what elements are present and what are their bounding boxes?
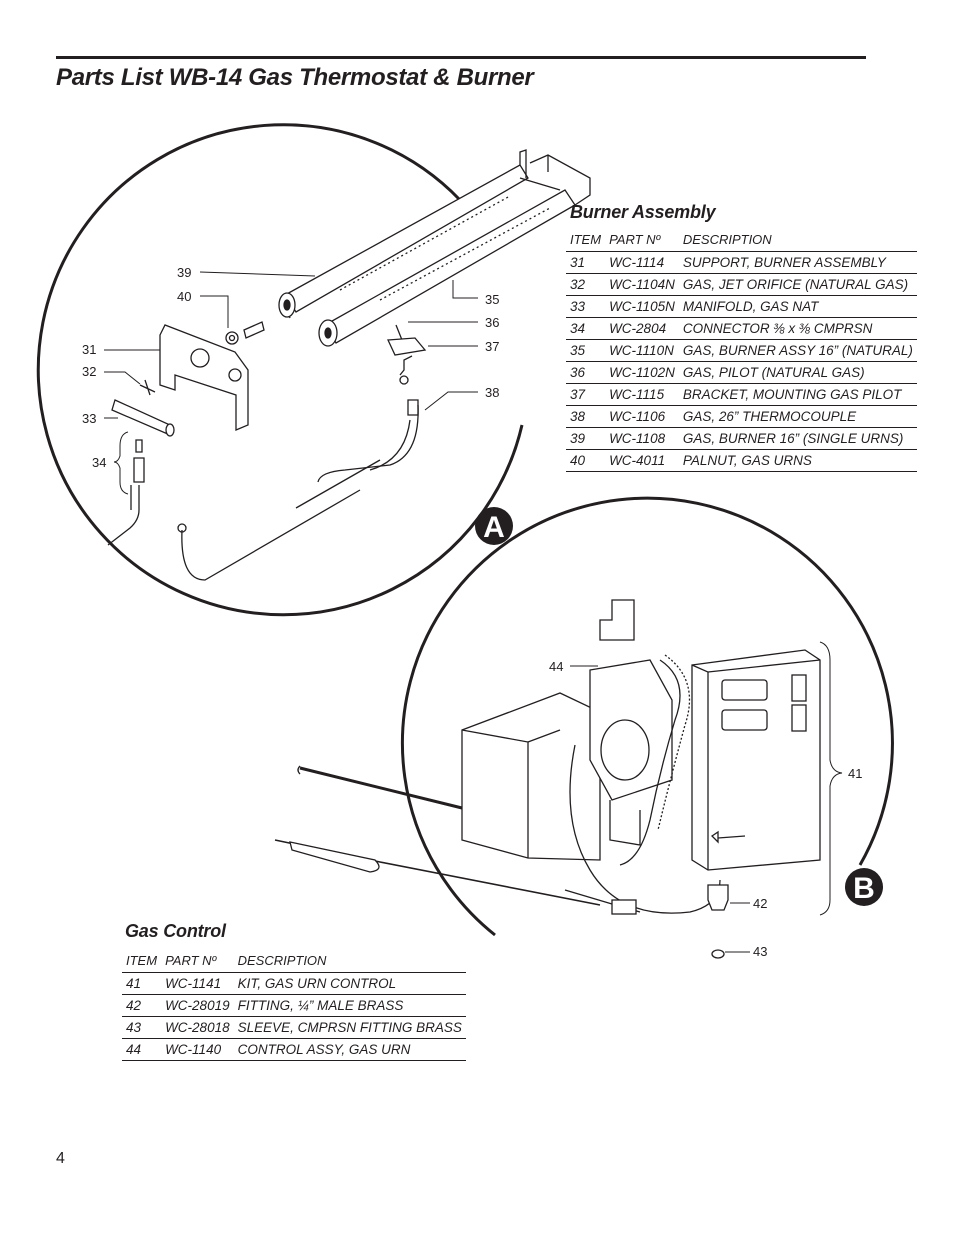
item-cell: 33 (566, 295, 606, 318)
part-cell: WC-1110N (605, 339, 679, 362)
item-cell: 39 (566, 427, 606, 450)
callout-39: 39 (177, 265, 191, 280)
gas-control-heading: Gas Control (125, 921, 226, 941)
item-cell: 37 (566, 383, 606, 406)
description-cell: GAS, 26” THERMOCOUPLE (678, 405, 917, 428)
description-cell: FITTING, ¼” MALE BRASS (233, 994, 466, 1017)
callout-37: 37 (485, 339, 499, 354)
callout-44: 44 (549, 659, 563, 674)
callout-31: 31 (82, 342, 96, 357)
item-cell: 43 (122, 1016, 162, 1039)
detail-a-letter: A (483, 511, 505, 544)
part-cell: WC-1108 (605, 427, 679, 450)
page-title: Parts List WB-14 Gas Thermostat & Burner (56, 64, 534, 91)
burner-assembly-drawing (107, 149, 591, 581)
item-cell: 42 (122, 994, 162, 1017)
item-cell: 40 (566, 449, 606, 472)
part-cell: WC-28018 (161, 1016, 234, 1039)
burner-assembly-heading: Burner Assembly (570, 202, 716, 222)
description-cell: KIT, GAS URN CONTROL (233, 972, 466, 995)
item-cell: 31 (566, 251, 606, 274)
callout-33: 33 (82, 411, 96, 426)
callout-41: 41 (848, 766, 862, 781)
description-cell: GAS, BURNER ASSY 16” (NATURAL) (678, 339, 917, 362)
part-cell: WC-1141 (161, 972, 234, 995)
part-cell: WC-1106 (605, 405, 679, 428)
table-header-row: ITEM PART Nº DESCRIPTION (122, 950, 466, 973)
col-part: PART Nº (605, 229, 679, 252)
part-cell: WC-1115 (605, 383, 679, 406)
detail-b-leaders (570, 641, 843, 953)
part-cell: WC-1104N (605, 273, 679, 296)
description-cell: GAS, PILOT (NATURAL GAS) (678, 361, 917, 384)
callout-36: 36 (485, 315, 499, 330)
col-part: PART Nº (161, 950, 234, 973)
callout-42: 42 (753, 896, 767, 911)
item-cell: 35 (566, 339, 606, 362)
callout-32: 32 (82, 364, 96, 379)
description-cell: CONTROL ASSY, GAS URN (233, 1038, 466, 1061)
description-cell: CONNECTOR ⅜ x ⅜ CMPRSN (678, 317, 917, 340)
callout-34: 34 (92, 455, 106, 470)
col-description: DESCRIPTION (233, 950, 466, 973)
part-cell: WC-1102N (605, 361, 679, 384)
detail-a-leaders (104, 271, 478, 495)
detail-b-letter: B (853, 872, 875, 905)
part-cell: WC-1140 (161, 1038, 234, 1061)
col-description: DESCRIPTION (678, 229, 917, 252)
part-cell: WC-28019 (161, 994, 234, 1017)
table-header-row: ITEM PART Nº DESCRIPTION (566, 229, 917, 252)
detail-b-badge (845, 868, 883, 906)
part-cell: WC-1114 (605, 251, 679, 274)
part-cell: WC-4011 (605, 449, 679, 472)
page-number: 4 (56, 1150, 65, 1167)
part-cell: WC-2804 (605, 317, 679, 340)
col-item: ITEM (122, 950, 162, 973)
item-cell: 36 (566, 361, 606, 384)
gas-control-drawing (274, 599, 821, 959)
description-cell: GAS, JET ORIFICE (NATURAL GAS) (678, 273, 917, 296)
detail-a-badge (475, 507, 513, 545)
callout-40: 40 (177, 289, 191, 304)
description-cell: GAS, BURNER 16” (SINGLE URNS) (678, 427, 917, 450)
callout-38: 38 (485, 385, 499, 400)
col-item: ITEM (566, 229, 606, 252)
description-cell: BRACKET, MOUNTING GAS PILOT (678, 383, 917, 406)
detail-b-circle (400, 496, 894, 937)
detail-a-circle (36, 123, 524, 617)
description-cell: SUPPORT, BURNER ASSEMBLY (678, 251, 917, 274)
item-cell: 41 (122, 972, 162, 995)
item-cell: 38 (566, 405, 606, 428)
description-cell: PALNUT, GAS URNS (678, 449, 917, 472)
item-cell: 34 (566, 317, 606, 340)
item-cell: 44 (122, 1038, 162, 1061)
description-cell: MANIFOLD, GAS NAT (678, 295, 917, 318)
callout-43: 43 (753, 944, 767, 959)
top-rule (56, 56, 866, 59)
callout-35: 35 (485, 292, 499, 307)
item-cell: 32 (566, 273, 606, 296)
description-cell: SLEEVE, CMPRSN FITTING BRASS (233, 1016, 466, 1039)
part-cell: WC-1105N (605, 295, 679, 318)
